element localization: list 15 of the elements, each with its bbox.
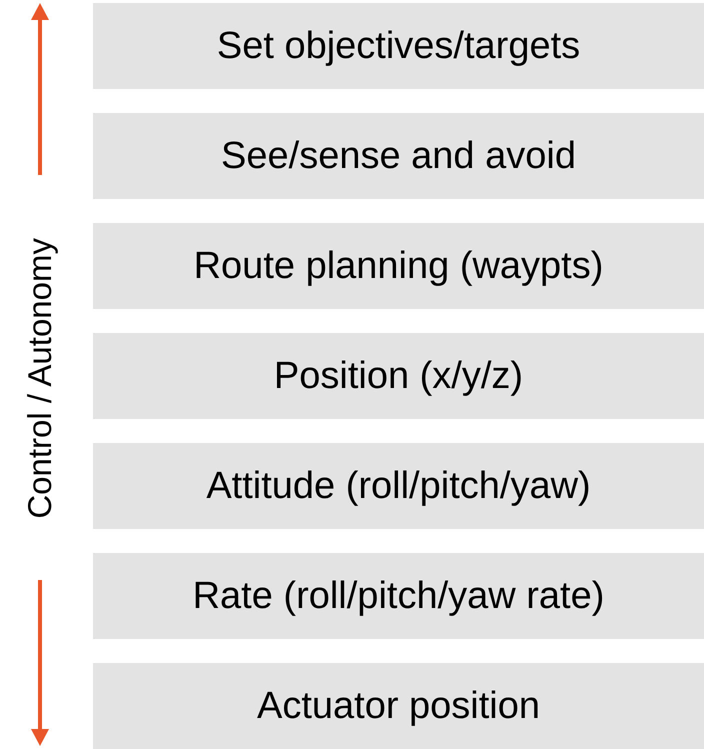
layer-text: Actuator position bbox=[256, 684, 540, 728]
layer-text: Attitude (roll/pitch/yaw) bbox=[206, 464, 591, 508]
axis-label: Control / Autonomy bbox=[21, 238, 59, 518]
layer-text: See/sense and avoid bbox=[221, 134, 576, 178]
layer-box bbox=[93, 223, 704, 309]
layer-box bbox=[93, 3, 704, 89]
layer-box bbox=[93, 333, 704, 419]
layer-box bbox=[93, 663, 704, 749]
layer-box bbox=[93, 113, 704, 199]
layer-text: Set objectives/targets bbox=[216, 24, 580, 68]
layer-box bbox=[93, 443, 704, 529]
layer-box bbox=[93, 553, 704, 639]
layer-text: Rate (roll/pitch/yaw rate) bbox=[192, 574, 604, 618]
layer-text: Route planning (waypts) bbox=[194, 244, 604, 288]
layer-text: Position (x/y/z) bbox=[274, 354, 524, 398]
